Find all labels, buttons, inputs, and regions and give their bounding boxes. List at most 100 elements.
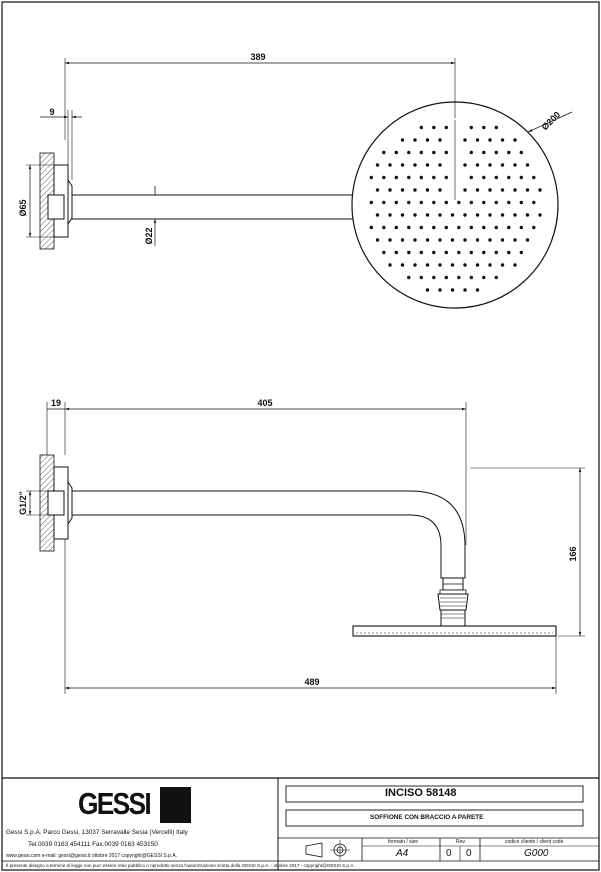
nozzle-dot xyxy=(519,200,523,205)
company-web: www.gessi.com e-mail: gessi@gessi.it ott… xyxy=(6,853,178,859)
shower-arm-side xyxy=(71,490,466,579)
company-address: Gessi S.p.A. Parco Gessi, 13037 Serraval… xyxy=(6,829,188,836)
nozzle-dot xyxy=(375,213,380,217)
company-phone: Tel.0039 0163 454111 Fax.0039 0163 45315… xyxy=(28,841,158,848)
nozzle-dot xyxy=(494,225,498,230)
nozzle-dot xyxy=(488,238,492,242)
nozzle-dot xyxy=(444,125,448,130)
nozzle-dot xyxy=(469,200,473,205)
nozzle-dot xyxy=(519,225,523,230)
nozzle-dot xyxy=(500,163,505,167)
nozzle-dot xyxy=(519,250,523,255)
nozzle-dot xyxy=(419,125,423,130)
nozzle-dot xyxy=(425,263,430,267)
nozzle-dot xyxy=(469,225,473,230)
nozzle-dot xyxy=(394,250,398,255)
nozzle-dot xyxy=(482,150,486,155)
nozzle-dot xyxy=(369,200,373,205)
nozzle-dot xyxy=(382,200,386,205)
nozzle-dot xyxy=(388,263,392,267)
nozzle-dot xyxy=(482,275,486,280)
nozzle-dot xyxy=(425,238,430,242)
nozzle-dot xyxy=(463,163,467,167)
dim-9: 9 xyxy=(49,107,54,117)
nozzle-dot xyxy=(444,150,448,155)
nozzle-dot xyxy=(375,238,380,242)
nozzle-dot xyxy=(525,238,530,242)
nozzle-dot xyxy=(444,175,448,180)
nozzle-dot xyxy=(432,125,436,130)
nozzle-dot xyxy=(400,238,405,242)
nozzle-dot xyxy=(407,200,411,205)
nozzle-dot xyxy=(400,213,405,217)
nozzle-dot xyxy=(532,175,536,180)
nozzle-dot xyxy=(432,275,436,280)
product-description: SOFFIONE CON BRACCIO A PARETE xyxy=(370,814,484,821)
nozzle-dot xyxy=(382,225,386,230)
nozzle-dot xyxy=(469,275,473,280)
nozzle-pattern xyxy=(369,125,542,292)
nozzle-dot xyxy=(413,163,417,167)
nozzle-dot xyxy=(482,200,486,205)
nozzle-dot xyxy=(407,225,411,230)
nozzle-dot xyxy=(400,188,405,192)
format-label: formato / size xyxy=(388,839,419,845)
nozzle-dot xyxy=(507,250,511,255)
nozzle-dot xyxy=(432,225,436,230)
nozzle-dot xyxy=(375,163,380,167)
nozzle-dot xyxy=(488,188,492,192)
nozzle-dot xyxy=(419,175,423,180)
nozzle-dot xyxy=(425,163,430,167)
nozzle-dot xyxy=(407,250,411,255)
nozzle-dot xyxy=(407,150,411,155)
nozzle-dot xyxy=(450,263,455,267)
nozzle-dot xyxy=(475,238,480,242)
nozzle-dot xyxy=(413,213,417,217)
nozzle-dot xyxy=(425,213,430,217)
nozzle-dot xyxy=(532,225,536,230)
nozzle-dot xyxy=(532,200,536,205)
nozzle-dot xyxy=(394,225,398,230)
nozzle-dot xyxy=(382,175,386,180)
nozzle-dot xyxy=(419,150,423,155)
nozzle-dot xyxy=(482,225,486,230)
nozzle-dot xyxy=(444,250,448,255)
logo-block xyxy=(160,787,191,823)
client-code-value: G000 xyxy=(524,848,549,859)
shower-head-side xyxy=(352,625,557,637)
nozzle-dot xyxy=(432,175,436,180)
nozzle-dot xyxy=(475,163,480,167)
projection-symbol-icon xyxy=(305,840,350,860)
rev-value-1: 0 xyxy=(446,848,452,859)
nozzle-dot xyxy=(388,163,392,167)
nozzle-dot xyxy=(438,213,442,217)
nozzle-dot xyxy=(519,175,523,180)
nozzle-dot xyxy=(500,238,505,242)
nozzle-dot xyxy=(457,200,461,205)
nozzle-dot xyxy=(457,225,461,230)
nozzle-dot xyxy=(413,263,417,267)
nozzle-dot xyxy=(394,200,398,205)
nozzle-dot xyxy=(419,225,423,230)
nozzle-dot xyxy=(507,225,511,230)
dim-19: 19 xyxy=(51,398,61,408)
nozzle-dot xyxy=(375,188,380,192)
nozzle-dot xyxy=(438,263,442,267)
nozzle-dot xyxy=(419,200,423,205)
nozzle-dot xyxy=(494,125,498,130)
product-code: INCISO 58148 xyxy=(385,787,457,799)
nozzle-dot xyxy=(525,188,530,192)
nozzle-dot xyxy=(438,163,442,167)
dim-405: 405 xyxy=(257,398,272,408)
nozzle-dot xyxy=(432,200,436,205)
dim-arm-dia: Ø22 xyxy=(144,227,154,244)
nozzle-dot xyxy=(469,125,473,130)
dim-thread: G1/2" xyxy=(18,491,28,515)
nozzle-dot xyxy=(482,175,486,180)
nozzle-dot xyxy=(488,263,492,267)
nozzle-dot xyxy=(438,238,442,242)
nozzle-dot xyxy=(507,175,511,180)
nozzle-dot xyxy=(500,138,505,142)
